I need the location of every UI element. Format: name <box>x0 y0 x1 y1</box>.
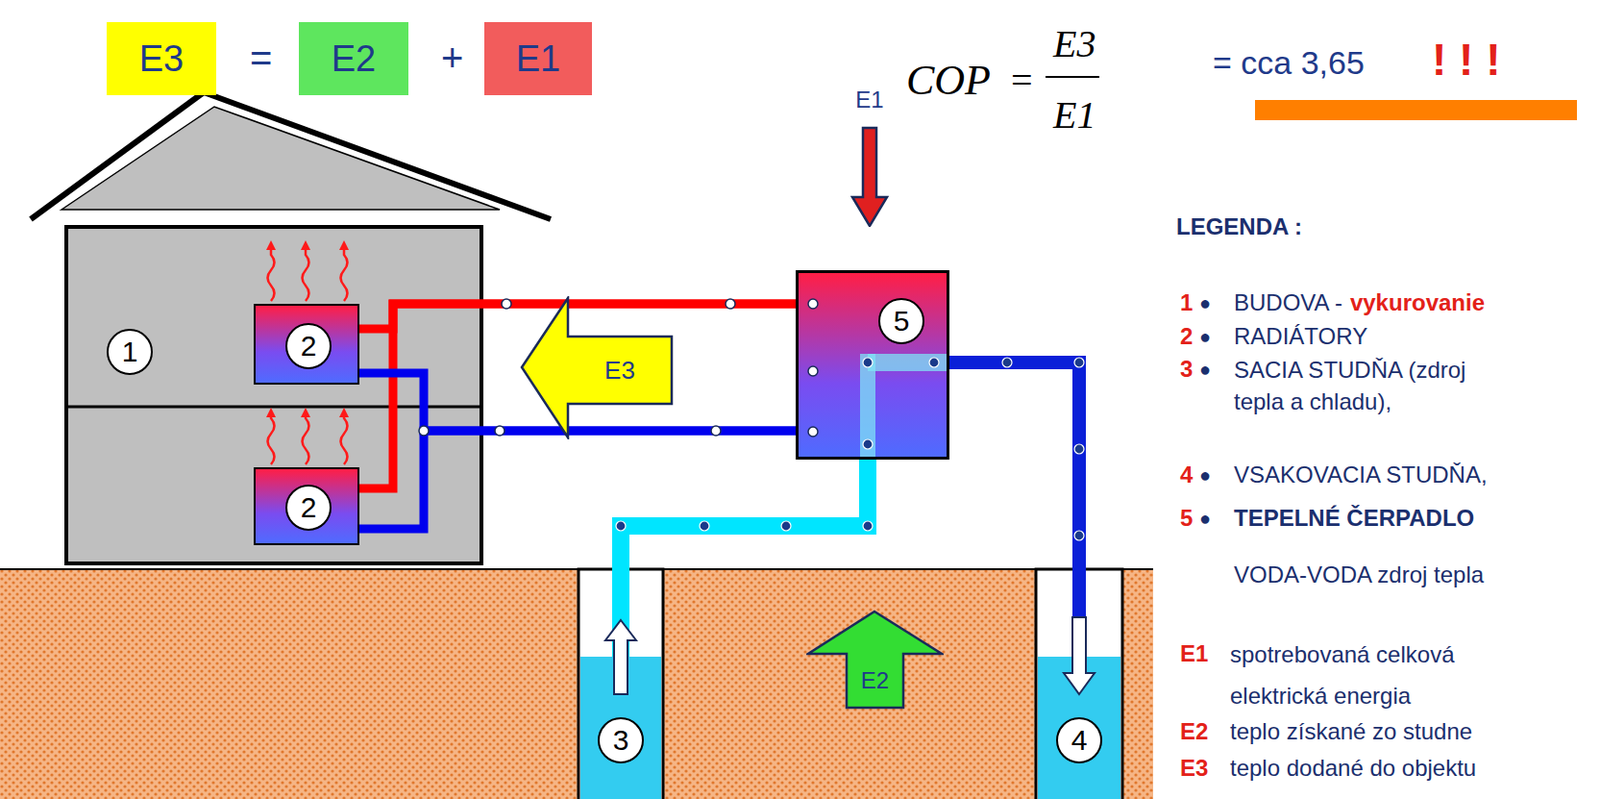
formula-term: E1 <box>1053 93 1096 138</box>
legend-text: BUDOVA - <box>1233 289 1343 317</box>
pipe-dot <box>494 425 505 436</box>
heat-gained-arrow-shape <box>808 611 942 708</box>
roof-line <box>30 92 204 220</box>
result-value: = cca 3,65 <box>1212 44 1365 82</box>
floor-line <box>66 405 482 409</box>
energy-box: E1 <box>484 22 592 96</box>
energy-label: E3 <box>139 38 184 80</box>
energy-label: E1 <box>516 38 561 80</box>
energy-label: E1 <box>845 84 894 116</box>
callout-number: 4 <box>1056 716 1103 764</box>
pipe-dot <box>615 520 626 531</box>
pipe-dot <box>1074 357 1084 368</box>
legend-number: 4 <box>1180 461 1193 489</box>
heat-gained-arrow-outline <box>806 609 944 710</box>
pipe-dot <box>418 425 429 436</box>
callout-number: 5 <box>878 297 925 345</box>
pipe <box>949 362 1080 657</box>
ground-line <box>0 567 1154 570</box>
heat-delivered-arrow-shape <box>521 297 672 438</box>
pipe-dot <box>1074 443 1084 454</box>
legend-number: 2 <box>1180 322 1193 350</box>
radiator: 2 <box>253 467 360 545</box>
well-water: 4 <box>1037 656 1121 799</box>
energy-box: E2 <box>298 22 409 96</box>
callout-number: 2 <box>285 484 332 531</box>
pipe-dots <box>418 298 818 437</box>
pipe-dot <box>725 298 736 309</box>
pipe-dot <box>781 520 791 531</box>
emphasis-mark: ! ! ! <box>1431 34 1502 86</box>
legend-text: SACIA STUDŇA (zdroj tepla a chladu), <box>1233 353 1523 418</box>
energy-label: E3 <box>567 336 672 404</box>
legend-text: spotrebovaná celková elektrická energia <box>1230 633 1519 716</box>
result-underline <box>1255 99 1577 121</box>
legend-text: RADIÁTORY <box>1233 322 1368 350</box>
legend-text: teplo dodané do objektu <box>1230 754 1477 782</box>
pipe-dot <box>1002 357 1012 368</box>
formula-term: E3 <box>1053 22 1096 67</box>
legend-text: VODA-VODA zdroj tepla <box>1233 561 1484 589</box>
electric-energy-arrow-shape <box>852 127 887 226</box>
pipe <box>620 459 868 657</box>
fraction-bar <box>1045 75 1100 78</box>
energy-box: E3 <box>106 22 217 96</box>
heat-gained-arrow: E2 <box>806 609 944 710</box>
pipe-dot <box>501 298 512 309</box>
heat-wave <box>341 245 348 301</box>
roof-line <box>203 92 551 220</box>
heat-wave <box>268 245 275 301</box>
legend-bullet: ● <box>1199 464 1211 487</box>
heat-wave <box>341 412 348 465</box>
heat-wave <box>302 412 310 465</box>
pipe-dot <box>711 425 721 436</box>
heat-wave <box>268 412 275 465</box>
legend-bullet: ● <box>1199 507 1211 530</box>
heat-delivered-arrow: E3 <box>519 295 674 440</box>
pipe-dot <box>862 520 873 531</box>
building: 1 2 2 <box>66 226 482 564</box>
callout-number: 2 <box>285 322 332 370</box>
pipe-dot <box>699 520 710 531</box>
ground <box>0 568 1154 799</box>
electric-energy-arrow: E1 <box>845 84 894 227</box>
legend-bullet: ● <box>1199 292 1211 315</box>
legend-key: E3 <box>1180 754 1208 782</box>
legend-text: vykurovanie <box>1350 289 1485 317</box>
formula-term: COP <box>906 56 991 106</box>
legend-number: 5 <box>1180 504 1193 532</box>
pipe <box>359 430 796 529</box>
pipe-dot <box>1074 530 1084 541</box>
operator: + <box>441 35 464 80</box>
legend-key: E2 <box>1180 717 1208 745</box>
heat-wave <box>302 245 310 301</box>
legend-text: VSAKOVACIA STUDŇA, <box>1233 461 1488 489</box>
legend-bullet: ● <box>1199 358 1211 381</box>
legend-key: E1 <box>1180 640 1208 667</box>
operator: = <box>1010 58 1034 103</box>
heat-delivered-arrow-outline <box>519 295 674 440</box>
callout-number: 3 <box>597 716 644 764</box>
callout-number: 1 <box>106 328 153 375</box>
operator: = <box>249 35 272 80</box>
legend-title: LEGENDA : <box>1176 213 1303 241</box>
radiator: 2 <box>253 303 360 385</box>
legend-number: 3 <box>1180 355 1193 383</box>
legend-bullet: ● <box>1199 325 1211 348</box>
energy-label: E2 <box>331 38 376 80</box>
legend-text: teplo získané zo studne <box>1230 717 1473 745</box>
legend-text: TEPELNÉ ČERPADLO <box>1233 504 1475 532</box>
legend-number: 1 <box>1180 289 1193 317</box>
heat-pump: 5 <box>795 270 950 460</box>
energy-label: E2 <box>846 653 904 708</box>
well-water: 3 <box>580 656 662 799</box>
building-wall <box>66 226 482 564</box>
